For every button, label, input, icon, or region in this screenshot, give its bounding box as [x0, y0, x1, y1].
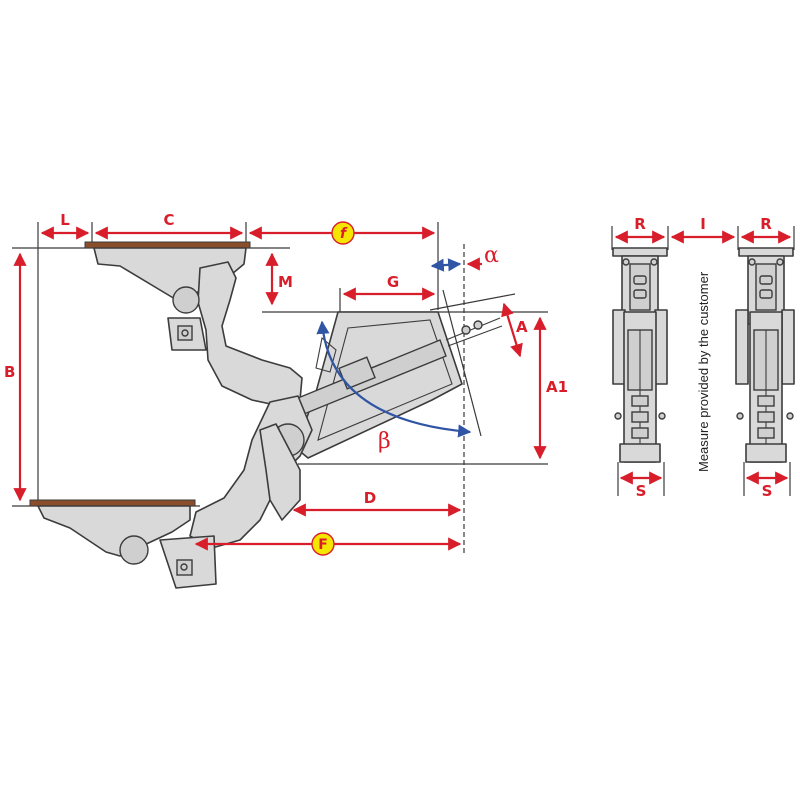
- dimension-F: F: [194, 532, 462, 556]
- dimension-S-right: S: [745, 471, 789, 500]
- label-f: f: [340, 226, 348, 242]
- lower-arm-rear: [259, 423, 301, 521]
- label-beta: β: [378, 429, 391, 454]
- label-alpha: α: [484, 243, 499, 268]
- dimension-B: B: [4, 252, 27, 502]
- dimension-C: C: [94, 211, 244, 240]
- angle-alpha: α: [430, 243, 499, 272]
- label-A: A: [516, 318, 528, 336]
- label-D: D: [364, 489, 376, 507]
- front-view: R I R S S Measure provided by the custom…: [611, 215, 795, 500]
- front-unit-right: [735, 247, 795, 463]
- label-A1: A1: [546, 378, 568, 396]
- dimension-A: A: [501, 302, 528, 358]
- label-S-left: S: [636, 482, 647, 500]
- lower-arms: [189, 395, 313, 549]
- motor-housing: [295, 311, 503, 459]
- upper-step: [84, 241, 303, 407]
- label-S-right: S: [762, 482, 773, 500]
- label-R-left: R: [634, 215, 646, 233]
- dimension-R-right: R: [740, 215, 792, 244]
- label-C: C: [163, 211, 174, 229]
- label-L: L: [60, 211, 70, 229]
- label-G: G: [387, 273, 399, 291]
- lower-step: [29, 499, 217, 589]
- angle-beta: β: [316, 320, 472, 454]
- lower-step-board: [29, 499, 196, 507]
- dimension-L: L: [40, 211, 90, 240]
- dimension-M: M: [265, 252, 293, 306]
- badge-f: [331, 221, 355, 245]
- dimension-R-left: R: [614, 215, 666, 244]
- label-B: B: [4, 363, 15, 381]
- badge-F: [311, 532, 335, 556]
- label-I: I: [700, 215, 706, 233]
- side-view: L C f α M G A: [4, 211, 568, 589]
- upper-step-board: [84, 241, 251, 249]
- label-M: M: [278, 273, 293, 291]
- dimension-A1: A1: [533, 316, 568, 460]
- label-R-right: R: [760, 215, 772, 233]
- dimension-f: f: [248, 221, 436, 245]
- upper-arm: [197, 261, 303, 407]
- dimension-S-left: S: [619, 471, 663, 500]
- dimension-I: I: [670, 215, 736, 244]
- customer-measure-note: Measure provided by the customer: [696, 271, 711, 472]
- dimension-D: D: [292, 489, 462, 517]
- label-F: F: [318, 537, 328, 553]
- dimension-G: G: [342, 273, 436, 301]
- front-unit-left: [612, 247, 668, 463]
